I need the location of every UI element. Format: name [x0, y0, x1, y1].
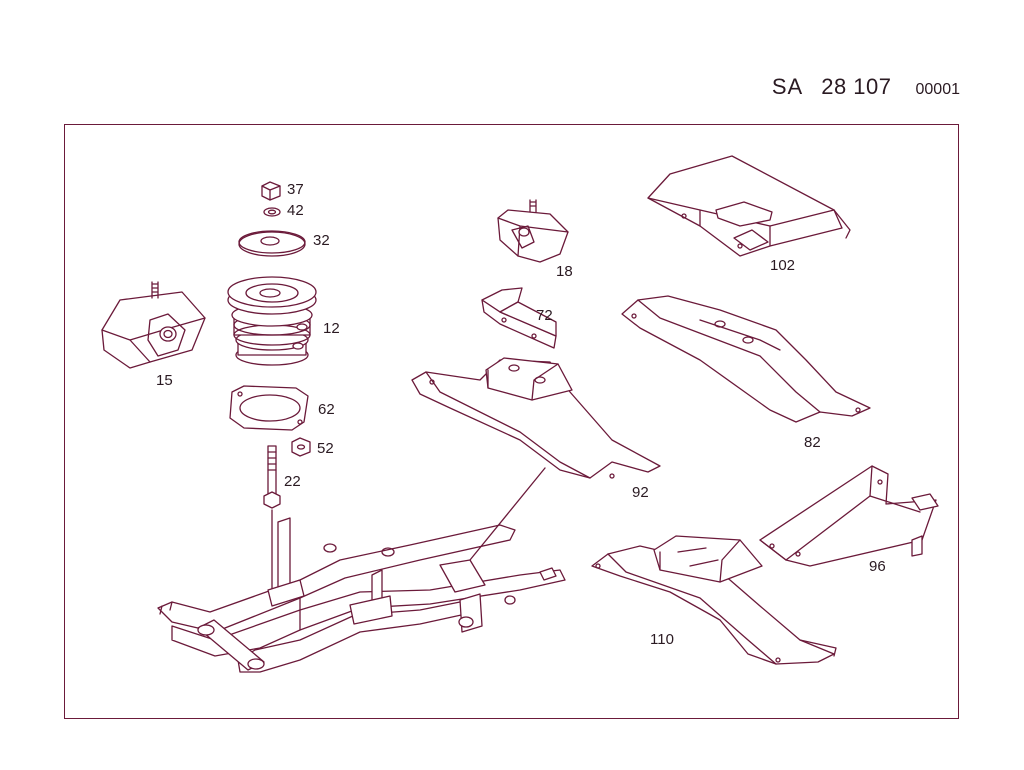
sheet-number: 00001 — [915, 81, 961, 98]
label-62: 62 — [318, 401, 335, 418]
drawing-number: 28 107 — [821, 74, 892, 99]
label-12: 12 — [323, 320, 340, 337]
label-22: 22 — [284, 473, 301, 490]
crossmember-82[interactable] — [621, 295, 871, 423]
label-82: 82 — [804, 434, 821, 451]
top-cover[interactable] — [647, 155, 851, 257]
mount-plate[interactable] — [229, 385, 309, 431]
chassis-frame[interactable] — [157, 467, 566, 673]
label-92: 92 — [632, 484, 649, 501]
label-96: 96 — [869, 558, 886, 575]
label-15: 15 — [156, 372, 173, 389]
engine-mount-right[interactable] — [497, 199, 569, 263]
large-washer[interactable] — [238, 230, 306, 257]
drawing-frame — [64, 124, 959, 719]
label-72: 72 — [536, 307, 553, 324]
drawing-header: SA 28 107 00001 — [772, 74, 960, 100]
nut-top[interactable] — [261, 181, 281, 201]
engine-mount-left[interactable] — [101, 281, 206, 369]
nut-lower[interactable] — [291, 437, 311, 457]
bolt[interactable] — [263, 445, 281, 601]
label-110: 110 — [650, 631, 674, 648]
angled-bracket[interactable] — [759, 465, 939, 567]
label-42: 42 — [287, 202, 304, 219]
crossmember-92[interactable] — [411, 357, 661, 479]
label-52: 52 — [317, 440, 334, 457]
label-32: 32 — [313, 232, 330, 249]
crossmember-110[interactable] — [591, 535, 837, 665]
spring-washer[interactable] — [263, 207, 281, 217]
label-37: 37 — [287, 181, 304, 198]
drawing-prefix: SA — [771, 74, 804, 99]
rubber-mount[interactable] — [227, 276, 317, 366]
small-bracket[interactable] — [481, 287, 557, 349]
label-102: 102 — [770, 257, 795, 274]
label-18: 18 — [556, 263, 573, 280]
